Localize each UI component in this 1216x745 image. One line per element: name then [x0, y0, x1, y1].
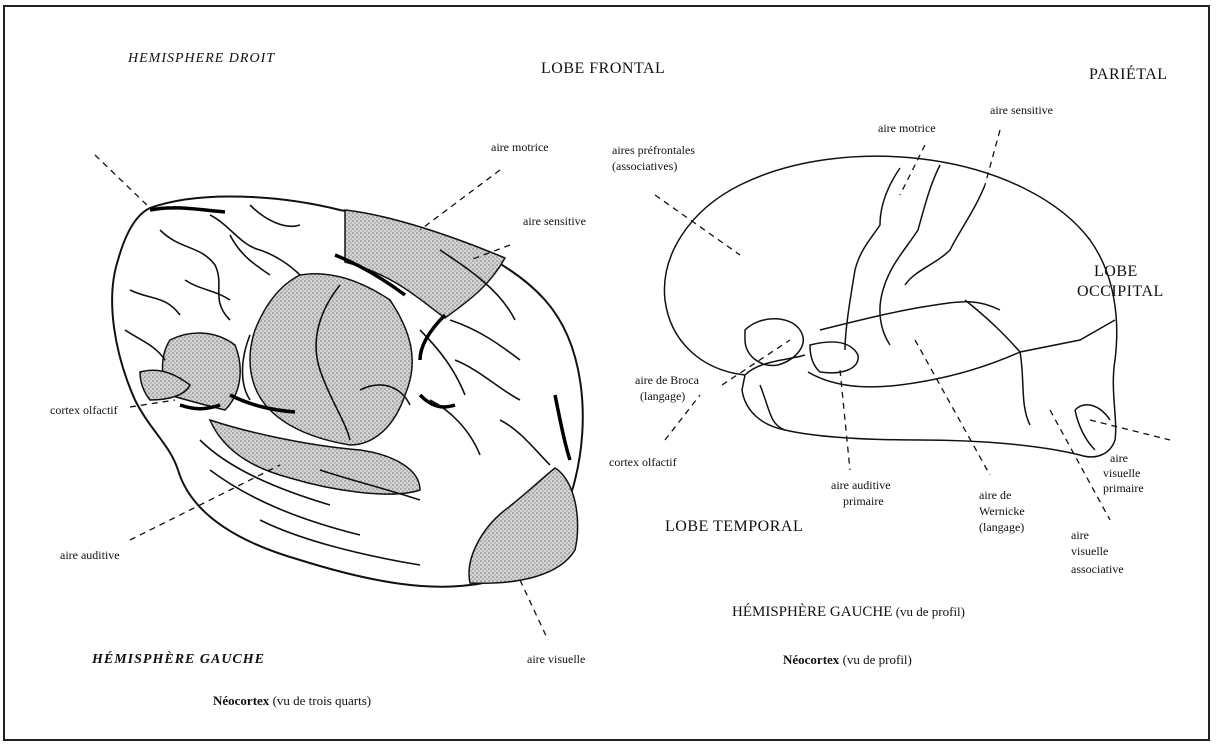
right-label-visuelle-assoc-2: visuelle — [1071, 544, 1108, 558]
leader-prefrontal — [655, 195, 740, 255]
left-label-aire-sensitive: aire sensitive — [523, 214, 586, 228]
left-label-aire-auditive: aire auditive — [60, 548, 120, 562]
right-brain — [664, 156, 1116, 457]
leader-visuelle-left — [520, 580, 548, 640]
right-label-visuelle-prim-2: visuelle — [1103, 466, 1140, 480]
right-title-rest: (vu de profil) — [892, 604, 965, 619]
right-label-prefrontal-2: (associatives) — [612, 159, 677, 173]
right-lobe-temporal: LOBE TEMPORAL — [665, 520, 803, 534]
right-label-auditive-2: primaire — [843, 494, 884, 508]
right-parietal: PARIÉTAL — [1089, 68, 1168, 82]
leader-motrice-left — [420, 170, 500, 230]
left-title-top: HEMISPHERE DROIT — [128, 52, 275, 66]
right-lobe-occipital-1: LOBE — [1094, 265, 1138, 279]
right-label-aire-motrice: aire motrice — [878, 121, 936, 135]
right-title-main: HÉMISPHÈRE GAUCHE — [732, 604, 892, 620]
left-caption: Néocortex (vu de trois quarts) — [213, 694, 371, 708]
right-label-broca-1: aire de Broca — [635, 373, 699, 387]
left-caption-rest: (vu de trois quarts) — [269, 693, 371, 708]
left-title-bottom: HÉMISPHÈRE GAUCHE — [92, 653, 265, 667]
leader-broca — [722, 340, 790, 385]
right-label-wernicke-2: Wernicke — [979, 504, 1025, 518]
right-label-visuelle-assoc-1: aire — [1071, 528, 1089, 542]
right-label-visuelle-assoc-3: associative — [1071, 562, 1124, 576]
right-label-prefrontal-1: aires préfrontales — [612, 143, 695, 157]
right-label-visuelle-prim-1: aire — [1110, 451, 1128, 465]
leader-motrice-right — [900, 145, 925, 195]
right-brain-outline — [664, 156, 1116, 457]
left-label-aire-visuelle: aire visuelle — [527, 652, 585, 666]
left-caption-bold: Néocortex — [213, 693, 269, 708]
leader-wernicke — [915, 340, 990, 475]
right-label-wernicke-3: (langage) — [979, 520, 1024, 534]
right-title: HÉMISPHÈRE GAUCHE (vu de profil) — [732, 605, 965, 619]
right-broca-area — [745, 319, 803, 366]
right-label-cortex-olfactif: cortex olfactif — [609, 455, 677, 469]
right-label-auditive-1: aire auditive — [831, 478, 891, 492]
right-caption: Néocortex (vu de profil) — [783, 653, 912, 667]
right-caption-rest: (vu de profil) — [839, 652, 912, 667]
right-label-wernicke-1: aire de — [979, 488, 1011, 502]
right-label-aire-sensitive: aire sensitive — [990, 103, 1053, 117]
right-label-broca-2: (langage) — [640, 389, 685, 403]
right-lobe-frontal: LOBE FRONTAL — [541, 62, 665, 76]
right-caption-bold: Néocortex — [783, 652, 839, 667]
right-lobe-occipital-2: OCCIPITAL — [1077, 285, 1164, 299]
leader-top-left — [95, 155, 150, 208]
right-label-visuelle-prim-3: primaire — [1103, 481, 1144, 495]
leader-visuelle-prim — [1090, 420, 1170, 440]
left-label-aire-motrice: aire motrice — [491, 140, 549, 154]
left-label-cortex-olfactif: cortex olfactif — [50, 403, 118, 417]
